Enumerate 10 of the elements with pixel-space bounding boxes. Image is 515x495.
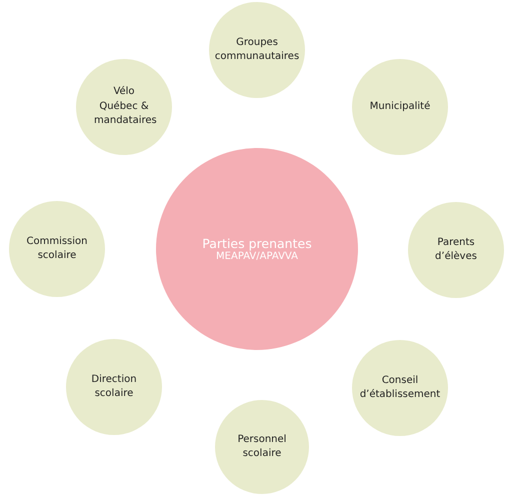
stakeholder-label: Direction scolaire xyxy=(90,372,138,401)
stakeholder-label: Parents d’élèves xyxy=(434,236,478,264)
central-subtitle: MEAPAV/APAVVA xyxy=(216,251,298,262)
stakeholder-label: Personnel scolaire xyxy=(236,432,288,461)
stakeholder-label: Vélo Québec & mandataires xyxy=(94,85,154,128)
stakeholder-label: Conseil d’établissement xyxy=(360,374,440,402)
stakeholder-label: Municipalité xyxy=(370,100,430,114)
stakeholder-label: Commission scolaire xyxy=(25,234,88,263)
central-title: Parties prenantes xyxy=(202,236,312,251)
stakeholder-label: Groupes communautaires xyxy=(214,36,300,64)
